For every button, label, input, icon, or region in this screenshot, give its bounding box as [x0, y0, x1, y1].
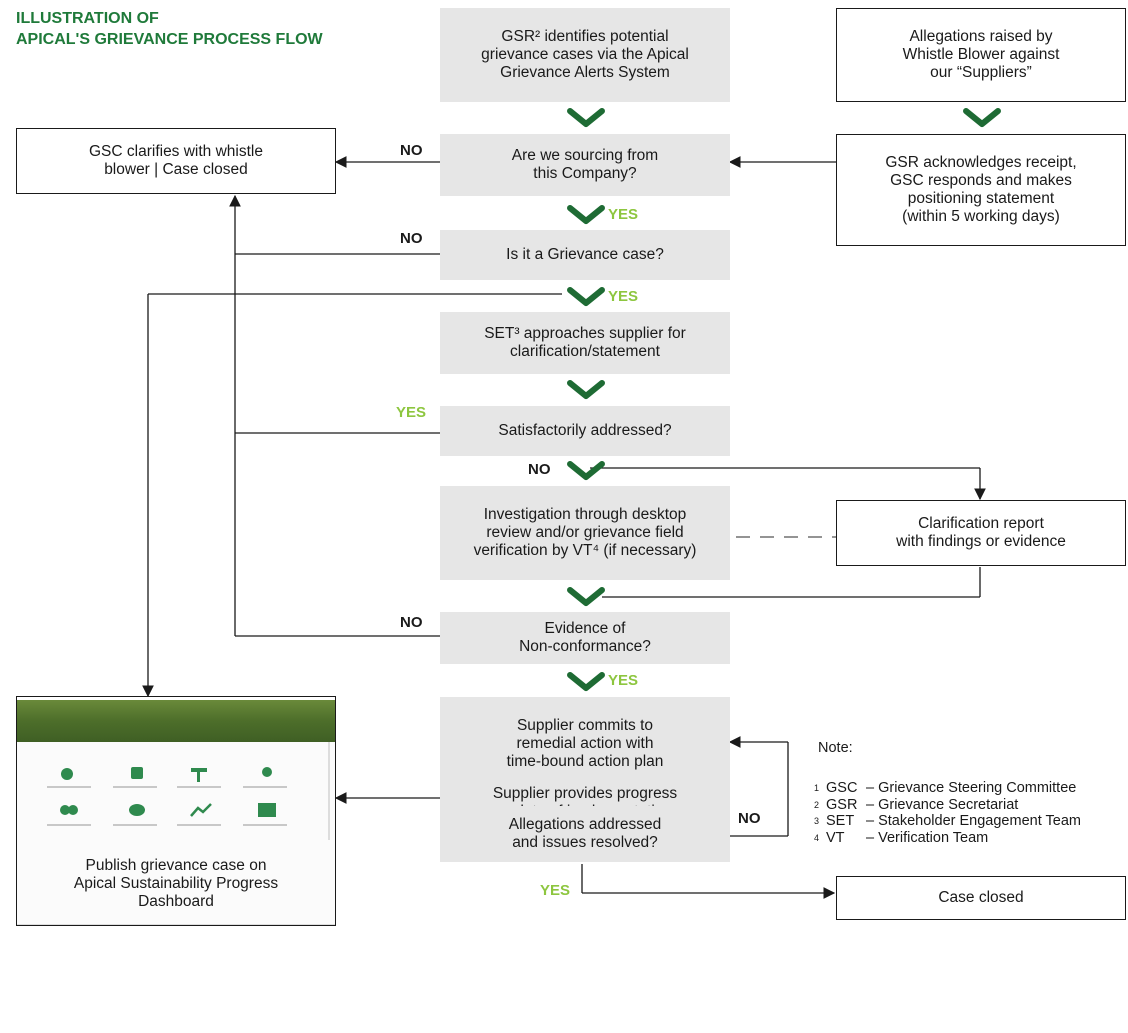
- page-title: ILLUSTRATION OF APICAL'S GRIEVANCE PROCE…: [16, 8, 323, 50]
- dashboard-screenshot: [17, 700, 335, 925]
- node-satisfactorily-question: Satisfactorily addressed?: [440, 406, 730, 456]
- checklist-icon: [131, 767, 143, 779]
- chevron-icon: [567, 108, 605, 127]
- node-supplier-commits: Supplier commits to remedial action with…: [440, 697, 730, 791]
- note-item-3: 3 SET – Stakeholder Engagement Team: [814, 813, 1081, 829]
- node-sourcing-question: Are we sourcing from this Company?: [440, 134, 730, 196]
- node-case-closed: Case closed: [836, 876, 1126, 920]
- label-yes-satisfactorily: YES: [396, 404, 427, 421]
- label-no-satisfactorily: NO: [528, 461, 551, 478]
- node-publish-dashboard: Publish grievance case on Apical Sustain…: [16, 696, 336, 926]
- label-yes-evidence: YES: [608, 672, 639, 689]
- node-set-approaches: SET³ approaches supplier for clarificati…: [440, 312, 730, 374]
- dashboard-banner-photo: [17, 700, 335, 742]
- growth-chart-icon: [190, 803, 212, 817]
- chevron-icon: [567, 287, 605, 306]
- node-gsr-acknowledges: GSR acknowledges receipt, GSC responds a…: [836, 134, 1126, 246]
- leaf-icon: [61, 768, 73, 780]
- label-no-grievance: NO: [400, 230, 423, 247]
- chat-icon: [129, 804, 145, 816]
- label-yes-allegations: YES: [540, 882, 571, 899]
- chevron-icon: [567, 672, 605, 691]
- label-no-evidence: NO: [400, 614, 423, 631]
- note-item-1: 1 GSC – Grievance Steering Committee: [814, 780, 1077, 796]
- node-clarification-report: Clarification report with findings or ev…: [836, 500, 1126, 566]
- note-list: 1 GSC – Grievance Steering Committee 2 G…: [814, 780, 1081, 846]
- node-gsr-identifies: GSR² identifies potential grievance case…: [440, 8, 730, 102]
- map-icon: [258, 803, 276, 817]
- people-icon: [60, 805, 70, 815]
- title-line-2: APICAL'S GRIEVANCE PROCESS FLOW: [16, 31, 323, 48]
- note-item-2: 2 GSR – Grievance Secretariat: [814, 796, 1019, 813]
- note-item-4: 4 VT – Verification Team: [814, 829, 989, 846]
- node-grievance-question: Is it a Grievance case?: [440, 230, 730, 280]
- node-gsc-clarifies: GSC clarifies with whistle blower | Case…: [16, 128, 336, 194]
- node-investigation: Investigation through desktop review and…: [440, 486, 730, 580]
- chevron-icon: [567, 587, 605, 606]
- chevron-icon: [963, 108, 1001, 127]
- node-evidence-question: Evidence of Non-conformance?: [440, 612, 730, 664]
- label-no-sourcing: NO: [400, 142, 423, 159]
- chevron-icon: [567, 205, 605, 224]
- label-yes-sourcing: YES: [608, 206, 639, 223]
- chevron-icon: [567, 461, 605, 480]
- title-line-1: ILLUSTRATION OF: [16, 10, 159, 27]
- location-pin-icon: [262, 767, 272, 777]
- dashboard-icons: [47, 742, 330, 840]
- note-heading: Note:: [818, 740, 853, 756]
- node-allegations-question: Allegations addressed and issues resolve…: [440, 806, 730, 862]
- chevron-icon: [567, 380, 605, 399]
- label-no-allegations: NO: [738, 810, 761, 827]
- label-yes-grievance: YES: [608, 288, 639, 305]
- node-whistle-blower: Allegations raised by Whistle Blower aga…: [836, 8, 1126, 102]
